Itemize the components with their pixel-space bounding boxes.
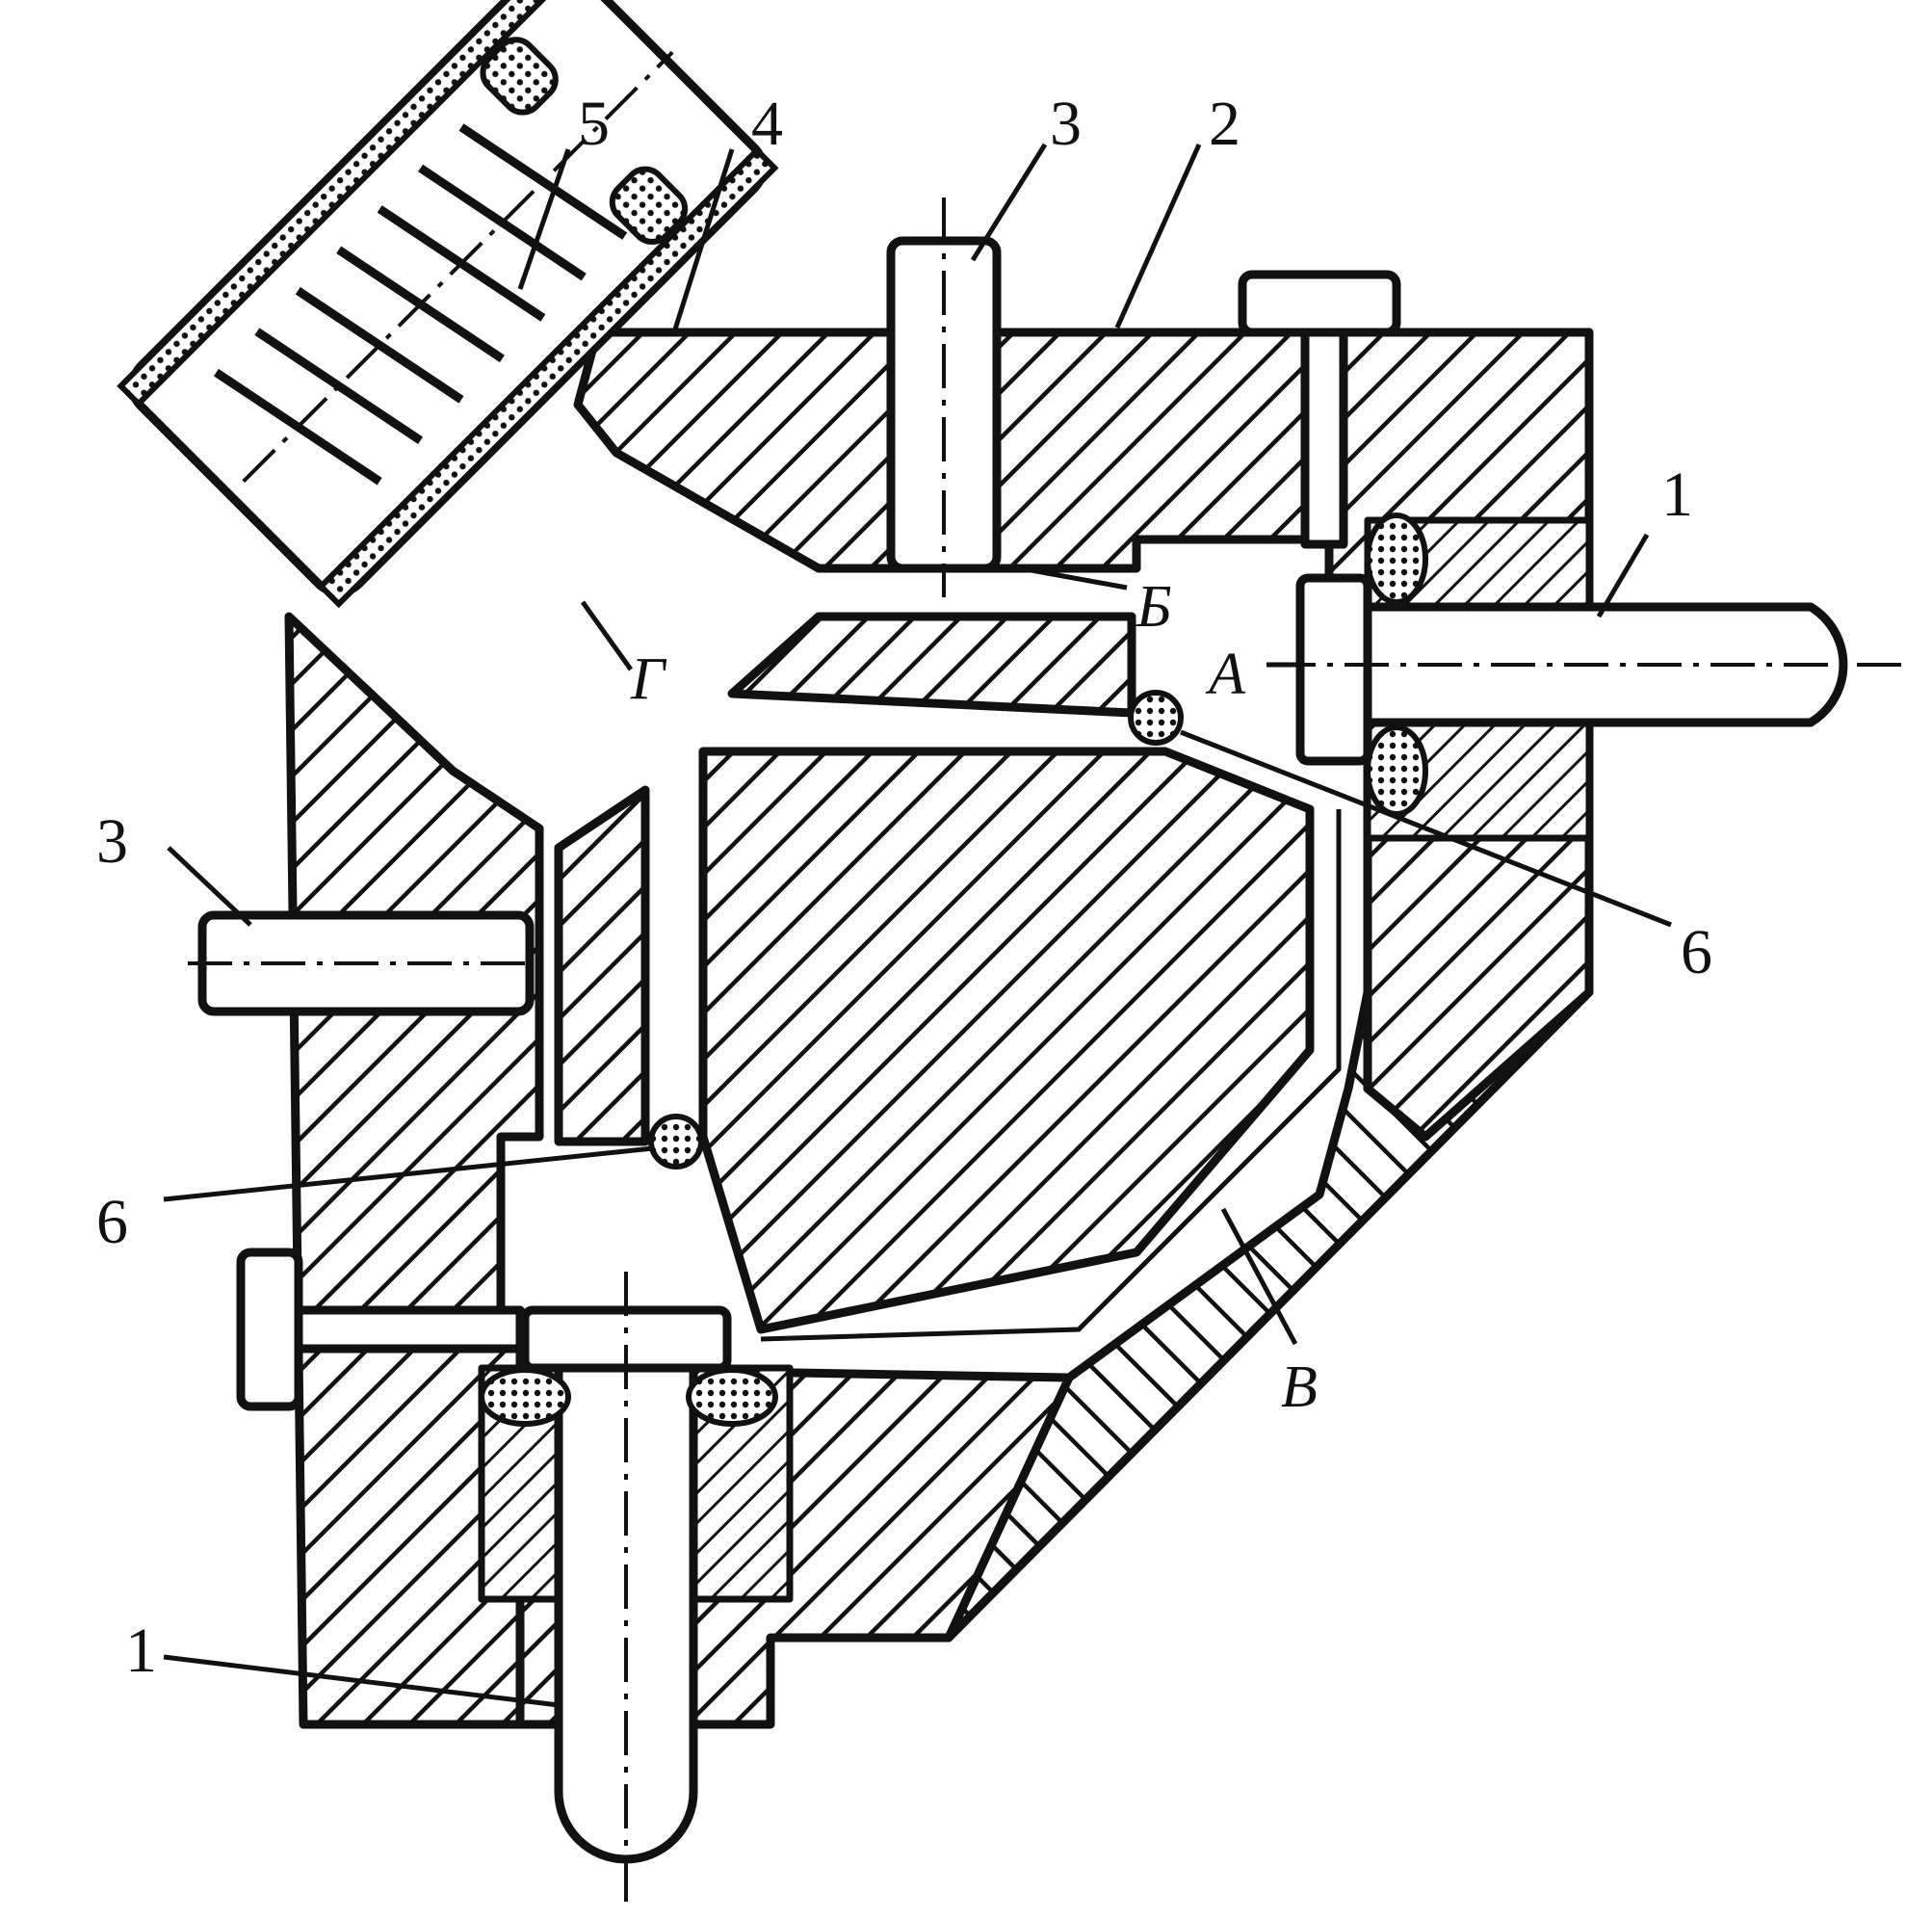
channel-v <box>760 809 1342 1342</box>
label-g: Г <box>630 646 667 712</box>
leader-3-top <box>970 143 1048 262</box>
shaft-bottom <box>554 1363 698 1864</box>
shaft-right-collar <box>1295 573 1372 766</box>
leader-6-right <box>1180 729 1672 928</box>
bolt-stem-left <box>294 1305 525 1354</box>
seal-6-right <box>1128 690 1184 746</box>
central-rotor <box>698 747 1315 1334</box>
cap-knurl-top <box>117 0 579 408</box>
left-vane <box>554 785 650 1146</box>
callout-3-left: 3 <box>96 806 128 877</box>
leader-g <box>580 600 634 671</box>
leader-3-left <box>167 846 252 927</box>
letter-labels: Б А Г В <box>630 574 1318 1420</box>
callout-4: 4 <box>751 89 783 159</box>
bolt-left-bottom <box>236 1248 525 1411</box>
bolt-top-right <box>1238 270 1401 549</box>
callout-1-bottom: 1 <box>125 1616 157 1686</box>
shaft-1-right <box>1271 513 1902 842</box>
cap-axis <box>242 50 674 484</box>
housing-right-lower <box>1363 824 1594 1142</box>
leader-2 <box>1114 143 1202 329</box>
bolt-head-left <box>236 1248 303 1411</box>
leader-lines <box>163 143 1672 1708</box>
seal-right-lower <box>1365 724 1428 817</box>
shaft-1-bottom <box>478 1272 794 1903</box>
screw-3-left <box>188 910 539 1016</box>
callout-5: 5 <box>578 89 610 159</box>
seal-bottom-left <box>479 1367 571 1427</box>
screw-3-top <box>886 197 1002 597</box>
label-a: А <box>1205 642 1246 707</box>
callout-6-left: 6 <box>96 1187 128 1257</box>
seal-bottom-right <box>686 1367 778 1427</box>
leader-1-right <box>1596 533 1650 618</box>
cap-knurl-bottom <box>317 145 779 609</box>
upper-wedge <box>727 612 1136 718</box>
cap-seal-upper <box>480 37 559 116</box>
seal-right-upper <box>1365 513 1428 605</box>
leader-v <box>1220 1207 1298 1346</box>
label-v: В <box>1281 1354 1318 1420</box>
leader-4 <box>671 148 735 333</box>
callout-2: 2 <box>1209 89 1240 159</box>
housing-left <box>284 612 544 1729</box>
callout-6-right: 6 <box>1681 917 1712 987</box>
seal-6-left <box>648 1114 704 1170</box>
callout-labels: 5 4 3 2 1 3 6 6 1 <box>96 89 1712 1686</box>
valve-cap-5 <box>117 0 779 609</box>
leader-5 <box>517 148 571 290</box>
bolt-stem-top <box>1300 328 1348 549</box>
callout-3-top: 3 <box>1050 89 1082 159</box>
leader-6-left <box>163 1145 654 1202</box>
label-b: Б <box>1136 574 1172 640</box>
leader-b <box>1020 565 1128 591</box>
callout-1-right: 1 <box>1661 460 1693 530</box>
rotor-assembly <box>554 612 1315 1334</box>
leader-1-bottom <box>163 1654 560 1708</box>
bolt-head-top <box>1238 270 1401 337</box>
cap-seal-lower <box>609 166 689 246</box>
